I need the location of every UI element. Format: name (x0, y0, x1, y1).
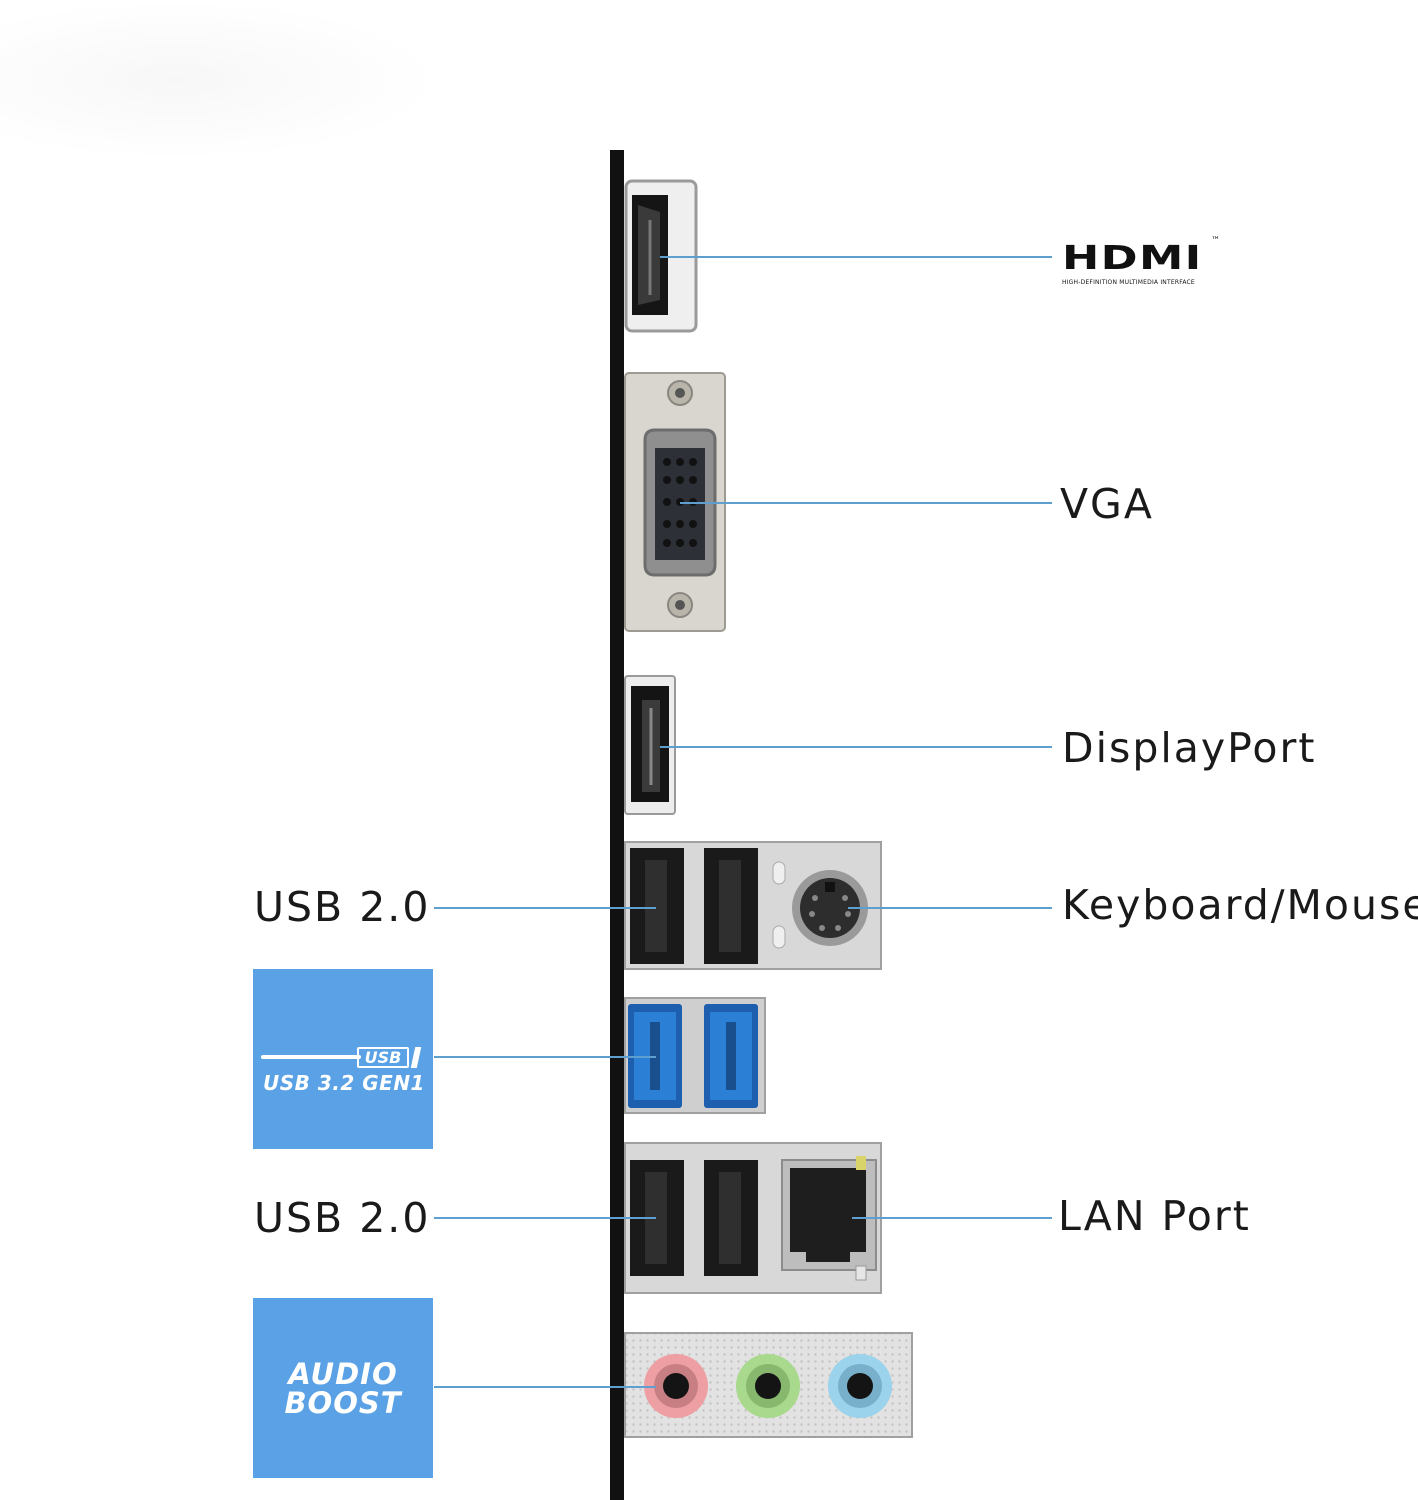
audio-jack-pink (644, 1354, 708, 1418)
hdmi-logo: HDMI ™ HIGH-DEFINITION MULTIMEDIA INTERF… (1062, 236, 1232, 286)
leader-usb32 (434, 1056, 656, 1058)
hdmi-subtitle: HIGH-DEFINITION MULTIMEDIA INTERFACE (1062, 279, 1195, 286)
audio-jacks-block (624, 1332, 913, 1438)
displayport-port (624, 675, 676, 815)
audio-boost-line1: AUDIO (288, 1357, 398, 1391)
usb20-ps2-block (624, 841, 882, 970)
label-displayport: DisplayPort (1062, 724, 1317, 772)
audio-boost-text: AUDIO BOOST (253, 1360, 433, 1418)
faint-background-logo (0, 0, 440, 160)
label-keyboard-mouse: Keyboard/Mouse (1062, 881, 1418, 929)
leader-displayport (660, 746, 1052, 748)
label-usb20-top: USB 2.0 (254, 883, 431, 931)
motherboard-edge (610, 150, 624, 1500)
label-vga: VGA (1060, 480, 1154, 528)
hdmi-logo-text: HDMI (1062, 238, 1203, 277)
audio-jack-green (736, 1354, 800, 1418)
usb-logo-box: USB (357, 1047, 409, 1068)
usb20-lan-block (624, 1142, 882, 1294)
usb-logo-line (261, 1055, 361, 1059)
usb-logo-bar (410, 1047, 422, 1068)
audio-jack-blue (828, 1354, 892, 1418)
leader-lan (852, 1217, 1052, 1219)
leader-usb20-top (434, 907, 656, 909)
leader-usb20-bottom (434, 1217, 656, 1219)
label-usb20-bottom: USB 2.0 (254, 1194, 431, 1242)
leader-keyboard-mouse (848, 907, 1052, 909)
usb32-gen1-caption: USB 3.2 GEN1 (263, 1071, 425, 1095)
audio-boost-line2: BOOST (284, 1386, 402, 1420)
leader-vga (680, 502, 1052, 504)
leader-audio (434, 1386, 656, 1388)
usb32-gen1-badge: USB USB 3.2 GEN1 (253, 969, 433, 1149)
audio-boost-badge: AUDIO BOOST (253, 1298, 433, 1478)
usb32-ports (624, 997, 766, 1114)
label-lan-port: LAN Port (1058, 1192, 1251, 1240)
hdmi-port (624, 179, 698, 333)
leader-hdmi (660, 256, 1052, 258)
hdmi-trademark: ™ (1211, 236, 1220, 246)
